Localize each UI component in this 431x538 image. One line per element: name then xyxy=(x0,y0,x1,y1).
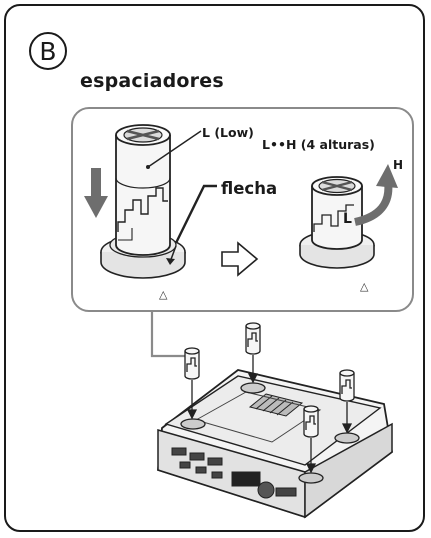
placement-arrows xyxy=(186,355,353,474)
label-low-high: L••H (4 alturas) xyxy=(262,137,375,152)
spacer-small xyxy=(299,176,375,269)
detail-panel xyxy=(71,107,414,312)
label-arrow: flecha xyxy=(221,179,278,198)
right-arrow-icon xyxy=(221,241,259,277)
down-arrow-icon xyxy=(84,168,108,218)
mini-spacers xyxy=(184,322,355,438)
triangle-marker-left: △ xyxy=(159,288,168,301)
label-low: L (Low) xyxy=(202,125,254,140)
figure-frame xyxy=(4,4,425,532)
device-illustration xyxy=(157,369,393,519)
connector-line xyxy=(150,312,190,358)
heading-title: espaciadores xyxy=(80,70,224,92)
rotate-arrow-icon xyxy=(354,164,398,226)
label-l: L xyxy=(343,211,352,227)
label-h: H xyxy=(393,158,404,172)
section-badge: B xyxy=(29,32,67,70)
spacer-large xyxy=(100,124,186,279)
triangle-marker-right: △ xyxy=(360,280,369,293)
